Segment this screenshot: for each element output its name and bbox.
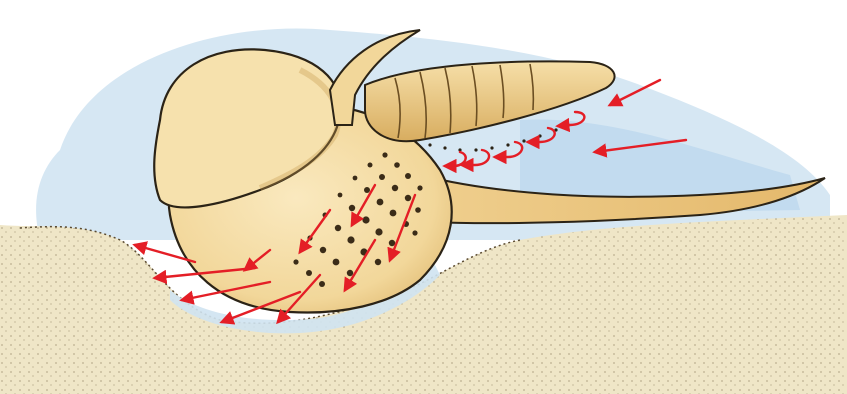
- illustration-canvas: [0, 0, 847, 394]
